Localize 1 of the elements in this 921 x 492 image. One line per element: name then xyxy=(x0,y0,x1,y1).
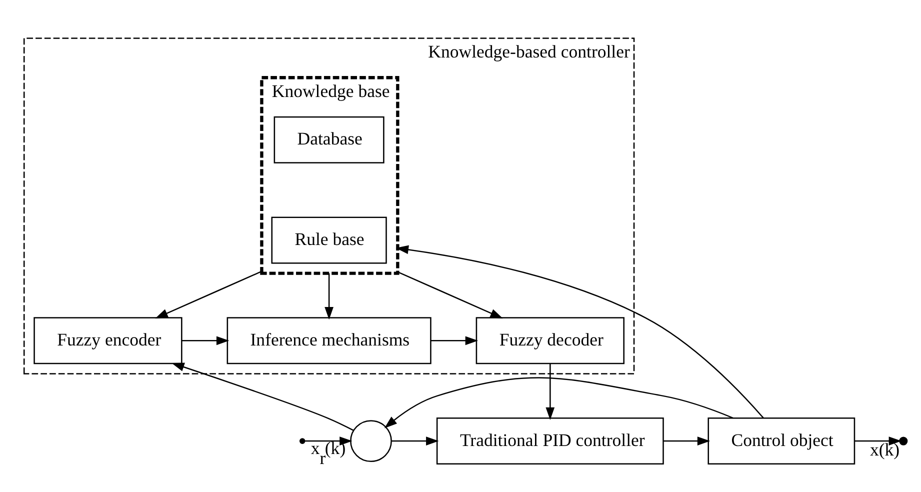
edge-label: x(k) xyxy=(870,439,900,460)
